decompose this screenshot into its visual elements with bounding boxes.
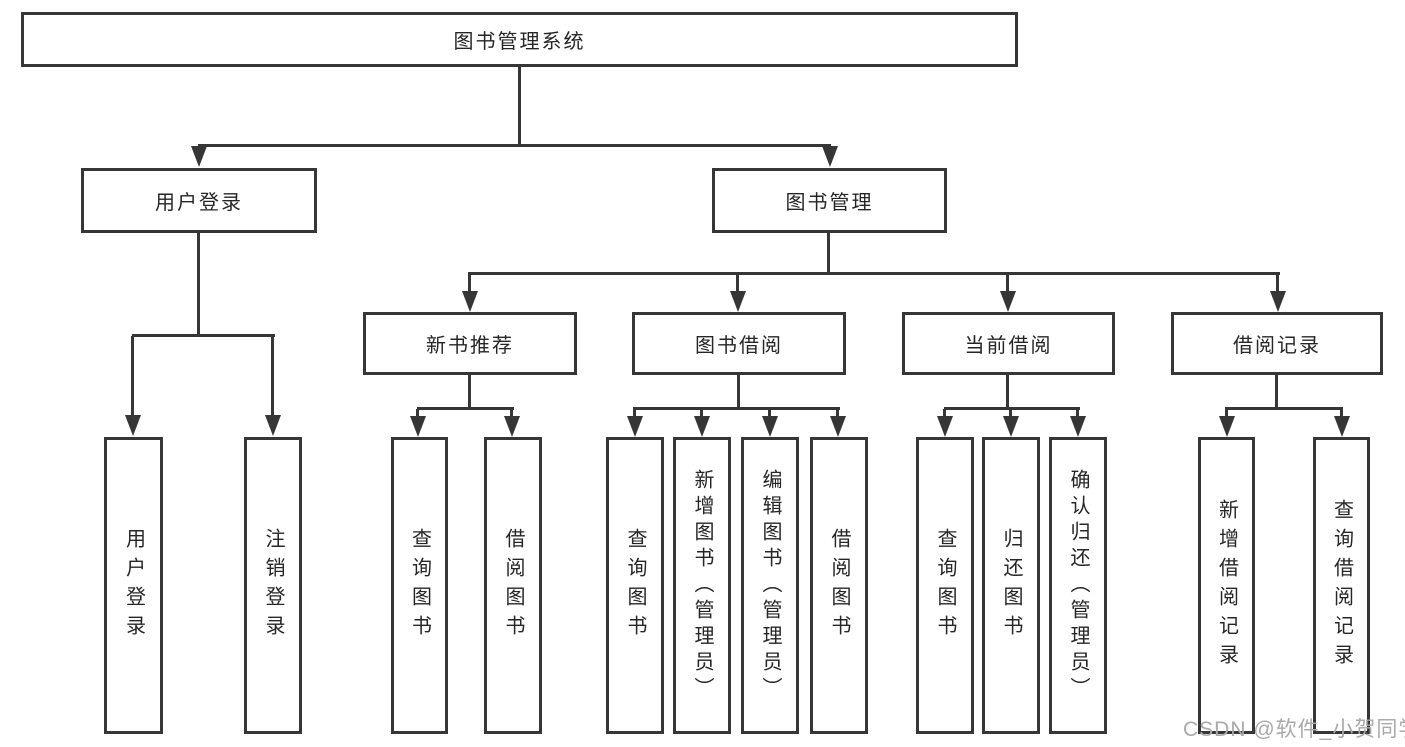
edge-line — [1225, 409, 1228, 418]
arrow-down-icon — [265, 415, 281, 436]
arrow-down-icon — [1000, 291, 1016, 312]
leaf-logout: 注销登录 — [244, 437, 302, 734]
leaf-confirm-return-admin: 确认归还（管理员） — [1049, 437, 1107, 734]
leaf-query-borrow-record: 查询借阅记录 — [1313, 437, 1370, 734]
leaf-add-book-admin-label: 新增图书（管理员） — [691, 468, 713, 703]
leaf-add-book-admin: 新增图书（管理员） — [673, 437, 731, 734]
node-new-book-recommend: 新书推荐 — [363, 312, 577, 375]
edge-line — [768, 409, 771, 418]
edge-line — [510, 409, 513, 418]
edge-line — [700, 409, 703, 418]
arrow-down-icon — [822, 146, 838, 167]
edge-line — [271, 336, 274, 417]
node-borrow-records: 借阅记录 — [1171, 312, 1383, 375]
edge-line — [416, 409, 419, 418]
leaf-query-borrow-record-label: 查询借阅记录 — [1330, 498, 1353, 673]
edge-line — [633, 409, 636, 418]
arrow-down-icon — [1270, 291, 1286, 312]
arrow-down-icon — [762, 416, 778, 437]
edge-line — [197, 231, 200, 336]
arrow-down-icon — [830, 416, 846, 437]
leaf-user-login-label: 用户登录 — [122, 527, 145, 644]
arrow-down-icon — [462, 291, 478, 312]
edge-line — [1076, 409, 1079, 418]
edge-line — [198, 144, 831, 147]
leaf-confirm-return-admin-label: 确认归还（管理员） — [1067, 468, 1089, 703]
leaf-add-borrow-record: 新增借阅记录 — [1198, 437, 1255, 734]
node-new-book-recommend-label: 新书推荐 — [426, 335, 514, 357]
node-current-borrow-label: 当前借阅 — [964, 335, 1053, 357]
leaf-borrow-book-2: 借阅图书 — [810, 437, 868, 734]
node-root: 图书管理系统 — [21, 12, 1018, 67]
arrow-down-icon — [1334, 416, 1350, 437]
leaf-return-book-label: 归还图书 — [1000, 527, 1022, 644]
edge-line — [468, 272, 1280, 275]
leaf-borrow-book-2-label: 借阅图书 — [828, 527, 850, 644]
leaf-logout-label: 注销登录 — [262, 527, 284, 644]
edge-line — [944, 407, 1080, 410]
arrow-down-icon — [1219, 416, 1235, 437]
leaf-query-book-1-label: 查询图书 — [408, 527, 431, 644]
leaf-user-login: 用户登录 — [104, 437, 163, 734]
leaf-query-book-2: 查询图书 — [606, 437, 664, 734]
node-book-borrow: 图书借阅 — [632, 312, 846, 375]
leaf-borrow-book-1: 借阅图书 — [484, 437, 542, 734]
edge-line — [827, 231, 830, 274]
edge-line — [1006, 274, 1009, 292]
leaf-add-borrow-record-label: 新增借阅记录 — [1215, 498, 1238, 673]
edge-line — [1275, 373, 1278, 409]
edge-line — [836, 409, 839, 418]
arrow-down-icon — [1070, 416, 1086, 437]
node-user-login-label: 用户登录 — [155, 192, 243, 214]
node-borrow-records-label: 借阅记录 — [1233, 335, 1321, 357]
leaf-edit-book-admin: 编辑图书（管理员） — [741, 437, 799, 734]
edge-line — [518, 66, 521, 146]
edge-line — [1340, 409, 1343, 418]
edge-line — [1006, 373, 1009, 409]
arrow-down-icon — [730, 291, 746, 312]
node-book-borrow-label: 图书借阅 — [695, 335, 783, 357]
leaf-borrow-book-1-label: 借阅图书 — [502, 527, 524, 644]
node-book-management-label: 图书管理 — [785, 192, 874, 214]
arrow-down-icon — [937, 416, 953, 437]
edge-line — [468, 373, 471, 409]
arrow-down-icon — [694, 416, 710, 437]
leaf-edit-book-admin-label: 编辑图书（管理员） — [759, 468, 781, 703]
edge-line — [131, 336, 134, 417]
leaf-return-book: 归还图书 — [982, 437, 1040, 734]
arrow-down-icon — [1003, 416, 1019, 437]
edge-line — [1276, 274, 1279, 292]
edge-line — [417, 407, 514, 410]
arrow-down-icon — [410, 416, 426, 437]
node-current-borrow: 当前借阅 — [902, 312, 1115, 375]
edge-line — [633, 407, 840, 410]
arrow-down-icon — [125, 415, 141, 436]
arrow-down-icon — [504, 416, 520, 437]
edge-line — [943, 409, 946, 418]
arrow-down-icon — [627, 416, 643, 437]
edge-line — [1009, 409, 1012, 418]
edge-line — [468, 274, 471, 292]
leaf-query-book-3-label: 查询图书 — [934, 527, 956, 644]
leaf-query-book-2-label: 查询图书 — [624, 527, 646, 644]
leaf-query-book-1: 查询图书 — [391, 437, 448, 734]
node-root-label: 图书管理系统 — [453, 31, 586, 53]
node-user-login: 用户登录 — [81, 168, 317, 233]
node-book-management: 图书管理 — [712, 168, 947, 233]
csdn-watermark: CSDN @软件_小贺同学 — [1183, 718, 1405, 741]
edge-line — [736, 274, 739, 292]
edge-line — [1225, 407, 1343, 410]
edge-line — [132, 334, 275, 337]
edge-line — [737, 373, 740, 409]
arrow-down-icon — [191, 146, 207, 167]
leaf-query-book-3: 查询图书 — [916, 437, 974, 734]
